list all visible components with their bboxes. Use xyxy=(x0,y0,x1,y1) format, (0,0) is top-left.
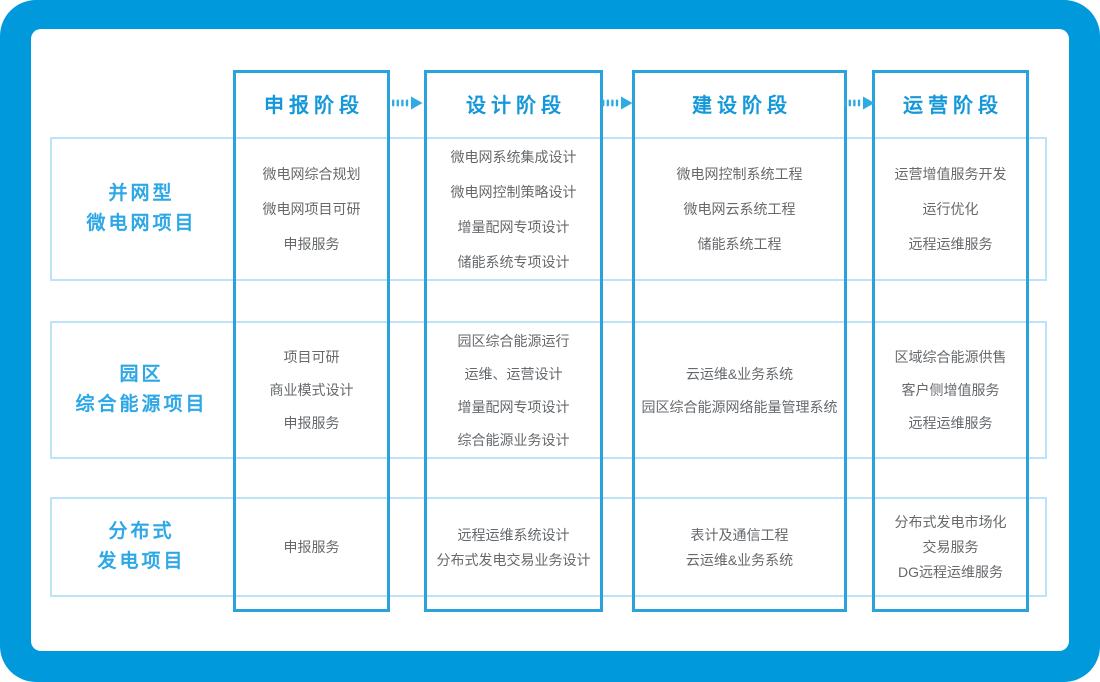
cell-item: 申报服务 xyxy=(283,539,340,555)
cell-item: 园区综合能源网络能量管理系统 xyxy=(641,398,838,415)
cell-item: 微电网云系统工程 xyxy=(683,201,796,217)
cell-item: 增量配网专项设计 xyxy=(457,218,570,235)
phase-header-operation: 运营阶段 xyxy=(903,95,1003,117)
phase-header-design: 设计阶段 xyxy=(466,95,566,117)
phase-column-design xyxy=(424,70,603,612)
row-label-line: 并网型 xyxy=(108,183,175,204)
project-row-grid-microgrid xyxy=(50,137,1047,281)
cell-item: 分布式发电交易业务设计 xyxy=(436,551,591,568)
cell-item: 微电网综合规划 xyxy=(262,166,361,182)
cell-item: 运维、运营设计 xyxy=(464,365,563,382)
cell-item: 远程运维系统设计 xyxy=(457,526,570,543)
inner-panel xyxy=(31,29,1069,651)
flow-arrow-icon xyxy=(391,95,425,111)
phase-column-construction xyxy=(632,70,847,612)
cell-item: 分布式发电市场化 xyxy=(894,514,1007,530)
matrix-cell: 微电网综合规划 微电网项目可研 申报服务 xyxy=(233,137,390,281)
matrix-cell: 项目可研 商业模式设计 申报服务 xyxy=(233,321,390,459)
cell-item: 微电网系统集成设计 xyxy=(450,148,577,165)
phase-header-construction: 建设阶段 xyxy=(692,95,792,117)
row-label-line: 分布式 xyxy=(108,521,175,542)
matrix-cell: 表计及通信工程 云运维&业务系统 xyxy=(632,497,847,597)
cell-item: 商业模式设计 xyxy=(269,382,354,398)
matrix-cell: 微电网控制系统工程 微电网云系统工程 储能系统工程 xyxy=(632,137,847,281)
cell-item: 储能系统工程 xyxy=(697,236,782,252)
matrix-cell: 微电网系统集成设计 微电网控制策略设计 增量配网专项设计 储能系统专项设计 xyxy=(424,137,603,281)
phase-column-application xyxy=(233,70,390,612)
row-label-park-energy: 园区 综合能源项目 xyxy=(50,321,233,459)
cell-item: DG远程运维服务 xyxy=(898,564,1003,580)
project-row-park-energy xyxy=(50,321,1047,459)
cell-item: 运营增值服务开发 xyxy=(894,166,1007,182)
cell-item: 运行优化 xyxy=(922,201,979,217)
cell-item: 综合能源业务设计 xyxy=(457,431,570,448)
cell-item: 微电网项目可研 xyxy=(262,201,361,217)
cell-item: 区域综合能源供售 xyxy=(894,349,1007,365)
matrix-cell: 分布式发电市场化 交易服务 DG远程运维服务 xyxy=(872,497,1029,597)
cell-item: 远程运维服务 xyxy=(908,415,993,431)
cell-item: 园区综合能源运行 xyxy=(457,332,570,349)
cell-item: 储能系统专项设计 xyxy=(457,253,570,270)
cell-item: 申报服务 xyxy=(283,236,340,252)
phase-column-operation xyxy=(872,70,1029,612)
cell-item: 增量配网专项设计 xyxy=(457,398,570,415)
cell-item: 云运维&业务系统 xyxy=(685,551,794,568)
project-row-distributed-generation xyxy=(50,497,1047,597)
matrix-cell: 运营增值服务开发 运行优化 远程运维服务 xyxy=(872,137,1029,281)
matrix-cell: 远程运维系统设计 分布式发电交易业务设计 xyxy=(424,497,603,597)
matrix-cell: 区域综合能源供售 客户侧增值服务 远程运维服务 xyxy=(872,321,1029,459)
row-label-line: 发电项目 xyxy=(97,551,186,572)
matrix-cell: 申报服务 xyxy=(233,497,390,597)
cell-item: 申报服务 xyxy=(283,415,340,431)
cell-item: 项目可研 xyxy=(283,349,340,365)
row-label-distributed-generation: 分布式 发电项目 xyxy=(50,497,233,597)
cell-item: 交易服务 xyxy=(922,539,979,555)
phase-header-application: 申报阶段 xyxy=(264,95,364,117)
row-label-line: 微电网项目 xyxy=(86,213,197,234)
cell-item: 客户侧增值服务 xyxy=(901,382,1000,398)
flow-arrow-icon xyxy=(601,95,635,111)
row-label-line: 综合能源项目 xyxy=(75,394,208,415)
cell-item: 远程运维服务 xyxy=(908,236,993,252)
cell-item: 表计及通信工程 xyxy=(690,526,789,543)
matrix-cell: 园区综合能源运行 运维、运营设计 增量配网专项设计 综合能源业务设计 xyxy=(424,321,603,459)
matrix-cell: 云运维&业务系统 园区综合能源网络能量管理系统 xyxy=(632,321,847,459)
flow-arrow-icon xyxy=(843,95,877,111)
cell-item: 微电网控制系统工程 xyxy=(676,166,803,182)
row-label-line: 园区 xyxy=(119,364,164,385)
row-label-grid-microgrid: 并网型 微电网项目 xyxy=(50,137,233,281)
cell-item: 微电网控制策略设计 xyxy=(450,183,577,200)
cell-item: 云运维&业务系统 xyxy=(685,365,794,382)
